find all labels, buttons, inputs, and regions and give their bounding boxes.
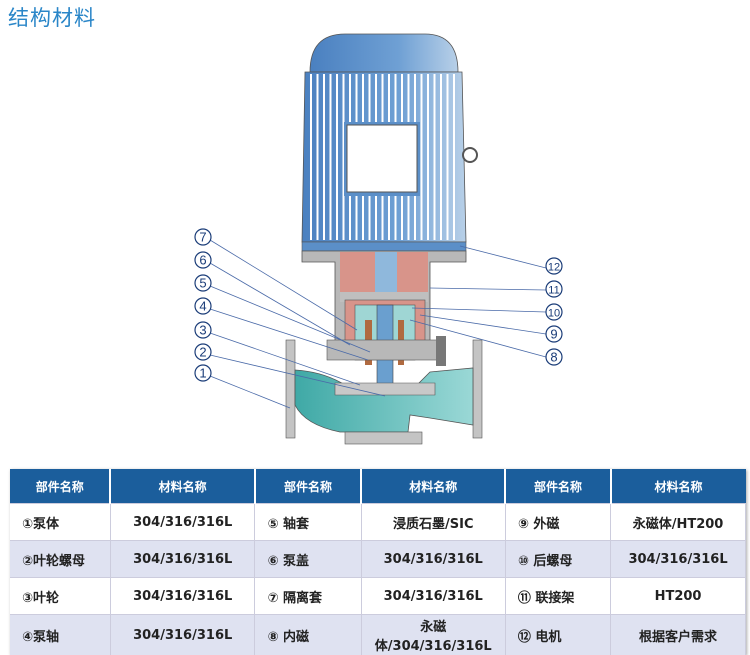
header-material-name: 材料名称 — [110, 469, 255, 504]
material-cell: 永磁体/HT200 — [611, 504, 746, 541]
table-header-row: 部件名称 材料名称 部件名称 材料名称 部件名称 材料名称 — [10, 469, 746, 504]
callout-number: 9 — [550, 327, 557, 342]
callout-1: 1 — [195, 365, 211, 381]
part-name-cell: ⑤ 轴套 — [255, 504, 361, 541]
material-cell: 304/316/316L — [110, 504, 255, 541]
callout-3: 3 — [195, 322, 211, 338]
callout-number: 8 — [550, 350, 557, 365]
material-cell: 304/316/316L — [611, 541, 746, 578]
header-material-name: 材料名称 — [611, 469, 746, 504]
callout-2: 2 — [195, 344, 211, 360]
part-name-cell: ⑪ 联接架 — [505, 578, 610, 615]
material-cell: 浸质石墨/SIC — [361, 504, 505, 541]
callout-number: 2 — [199, 345, 206, 360]
header-part-name: 部件名称 — [255, 469, 361, 504]
callout-number: 3 — [199, 323, 206, 338]
material-cell: 304/316/316L — [110, 578, 255, 615]
part-name-cell: ⑥ 泵盖 — [255, 541, 361, 578]
material-cell: HT200 — [611, 578, 746, 615]
callout-9: 9 — [546, 326, 562, 342]
header-part-name: 部件名称 — [10, 469, 110, 504]
callout-7: 7 — [195, 229, 211, 245]
part-name-cell: ⑩ 后螺母 — [505, 541, 610, 578]
part-name-cell: ③叶轮 — [10, 578, 110, 615]
callout-8: 8 — [546, 349, 562, 365]
material-cell: 304/316/316L — [110, 541, 255, 578]
callout-number: 11 — [548, 285, 559, 297]
part-name-cell: ①泵体 — [10, 504, 110, 541]
part-name-cell: ⑨ 外磁 — [505, 504, 610, 541]
callout-5: 5 — [195, 275, 211, 291]
callout-number: 10 — [548, 308, 560, 320]
motor — [302, 34, 477, 251]
callout-4: 4 — [195, 298, 211, 314]
callout-number: 7 — [199, 230, 206, 245]
part-name-cell: ⑦ 隔离套 — [255, 578, 361, 615]
callout-12: 12 — [546, 258, 562, 274]
pump-cross-section-diagram: 7 6 5 4 3 2 1 12 11 10 9 8 — [0, 0, 750, 465]
callout-6: 6 — [195, 252, 211, 268]
callout-number: 1 — [199, 366, 206, 381]
callout-number: 5 — [199, 276, 206, 291]
callout-11: 11 — [546, 281, 562, 297]
header-part-name: 部件名称 — [505, 469, 610, 504]
callout-number: 12 — [548, 262, 560, 274]
header-material-name: 材料名称 — [361, 469, 505, 504]
callout-10: 10 — [546, 304, 562, 320]
material-cell: 304/316/316L — [361, 578, 505, 615]
material-cell: 304/316/316L — [361, 541, 505, 578]
part-name-cell: ②叶轮螺母 — [10, 541, 110, 578]
callout-number: 6 — [199, 253, 206, 268]
callout-number: 4 — [199, 299, 206, 314]
